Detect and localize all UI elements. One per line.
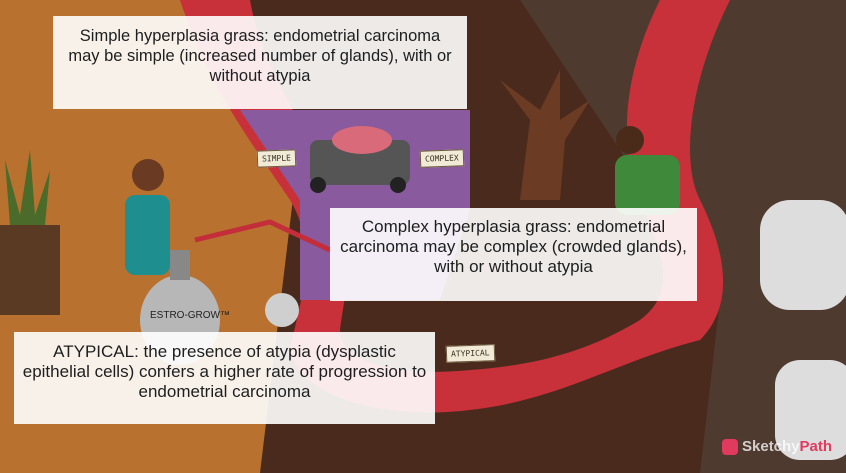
tree-icon — [500, 70, 590, 200]
hose — [194, 219, 332, 253]
person-right — [615, 126, 680, 215]
person-left — [125, 159, 170, 275]
logo-wordmark: SketchyPath — [742, 438, 833, 455]
callout-complex-hyperplasia: Complex hyperplasia grass: endometrial c… — [330, 208, 697, 301]
bench-icon — [760, 200, 846, 460]
callout-atypical: ATYPICAL: the presence of atypia (dyspla… — [14, 332, 435, 424]
sign-simple: SIMPLE — [256, 149, 297, 168]
lawn-mower-icon — [310, 126, 410, 193]
logo-mark-icon — [722, 438, 738, 455]
tank-label: ESTRO-GROW™ — [150, 310, 230, 321]
uterus-wall — [180, 0, 730, 413]
callout-simple-hyperplasia: Simple hyperplasia grass: endometrial ca… — [53, 16, 467, 109]
person-elderly — [265, 293, 299, 327]
sign-complex: COMPLEX — [419, 149, 465, 168]
sign-atypical: ATYPICAL — [445, 344, 495, 363]
potted-plant-icon — [0, 150, 60, 315]
sketchy-path-logo: SketchyPath — [722, 438, 832, 455]
